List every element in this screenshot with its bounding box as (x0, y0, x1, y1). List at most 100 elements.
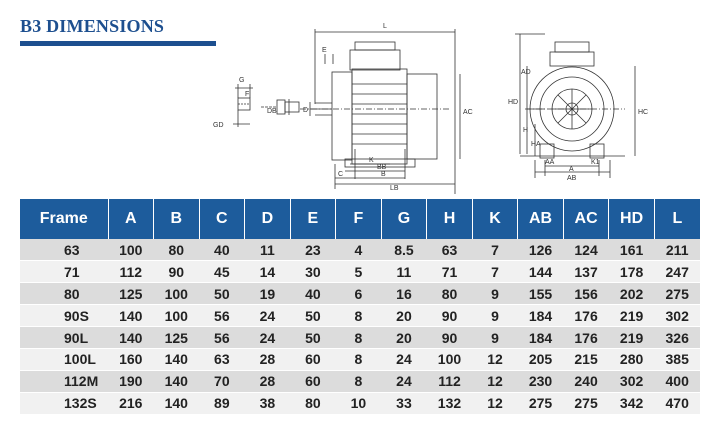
dimension-cell: 215 (563, 348, 609, 371)
label-l: L (383, 23, 387, 30)
front-view (515, 33, 636, 178)
dimension-cell: 24 (381, 348, 427, 371)
dimension-cell: 302 (608, 370, 655, 393)
header-hd: HD (608, 199, 655, 239)
dimension-cell: 12 (472, 392, 518, 415)
label-ad: AD (521, 69, 531, 76)
header-f: F (335, 199, 382, 239)
header-d: D (244, 199, 291, 239)
dimension-cell: 140 (108, 326, 154, 349)
dimension-cell: 137 (563, 260, 609, 284)
dimension-cell: 140 (153, 370, 200, 393)
dimension-cell: 11 (381, 260, 427, 284)
dimension-cell: 100 (426, 348, 473, 371)
label-hc: HC (638, 109, 648, 116)
dimension-cell: 70 (199, 370, 245, 393)
dimension-cell: 24 (381, 370, 427, 393)
frame-cell: 90L (20, 326, 108, 349)
frame-cell: 100L (20, 348, 108, 371)
dimension-cell: 10 (335, 392, 382, 415)
dimension-cell: 19 (244, 282, 291, 306)
dimension-cell: 80 (290, 392, 336, 415)
dimension-cell: 140 (153, 348, 200, 371)
dimension-cell: 40 (290, 282, 336, 306)
dimension-cell: 100 (153, 304, 200, 328)
dimension-cell: 63 (426, 239, 473, 262)
dimension-cell: 302 (654, 304, 700, 328)
dimension-cell: 50 (199, 282, 245, 306)
dimension-cell: 125 (108, 282, 154, 306)
label-ac: AC (463, 109, 473, 116)
dimension-cell: 4 (335, 239, 382, 262)
dimension-cell: 216 (108, 392, 154, 415)
dimension-cell: 230 (517, 370, 564, 393)
dimension-drawings: G F GD DB D E L AC K BB C B LB AD HD H H… (205, 14, 705, 194)
header-a: A (108, 199, 155, 239)
dimension-cell: 280 (608, 348, 655, 371)
dimension-cell: 6 (335, 282, 382, 306)
side-view (300, 29, 461, 194)
label-a: A (569, 166, 574, 173)
dimension-cell: 28 (244, 348, 291, 371)
dimension-cell: 112 (108, 260, 154, 284)
label-aa: AA (545, 159, 555, 166)
label-db: DB (267, 108, 277, 115)
dimension-cell: 60 (290, 348, 336, 371)
dimension-cell: 14 (244, 260, 291, 284)
dimension-cell: 160 (108, 348, 154, 371)
label-k1: K1 (591, 159, 600, 166)
frame-cell: 90S (20, 304, 108, 328)
dimension-cell: 60 (290, 370, 336, 393)
dimension-cell: 178 (608, 260, 655, 284)
dimension-cell: 219 (608, 304, 655, 328)
dimension-cell: 125 (153, 326, 200, 349)
header-e: E (290, 199, 337, 239)
dimension-cell: 184 (517, 326, 564, 349)
label-ha: HA (531, 141, 541, 148)
dimension-cell: 12 (472, 348, 518, 371)
header-k: K (472, 199, 519, 239)
label-bb: BB (377, 164, 387, 171)
dimension-cell: 219 (608, 326, 655, 349)
dimension-cell: 89 (199, 392, 245, 415)
dimension-cell: 161 (608, 239, 655, 262)
dimension-cell: 400 (654, 370, 700, 393)
dimension-cell: 30 (290, 260, 336, 284)
label-d: D (303, 107, 308, 114)
dimension-cell: 7 (472, 239, 518, 262)
dimension-cell: 38 (244, 392, 291, 415)
dimension-cell: 24 (244, 304, 291, 328)
dimension-cell: 9 (472, 304, 518, 328)
label-ab: AB (567, 175, 577, 182)
label-b: B (381, 171, 386, 178)
label-g: G (239, 77, 244, 84)
dimension-cell: 124 (563, 239, 609, 262)
label-c: C (338, 171, 343, 178)
dimension-cell: 56 (199, 304, 245, 328)
dimension-cell: 50 (290, 326, 336, 349)
dimension-cell: 156 (563, 282, 609, 306)
dimension-cell: 326 (654, 326, 700, 349)
dimension-cell: 211 (654, 239, 700, 262)
dimension-cell: 24 (244, 326, 291, 349)
dimension-cell: 275 (563, 392, 609, 415)
dimension-cell: 112 (426, 370, 473, 393)
dimension-cell: 80 (426, 282, 473, 306)
dimension-cell: 50 (290, 304, 336, 328)
dimension-cell: 20 (381, 326, 427, 349)
dimension-cell: 240 (563, 370, 609, 393)
label-f: F (245, 91, 249, 98)
dimension-cell: 100 (108, 239, 154, 262)
dimension-cell: 80 (153, 239, 200, 262)
dimension-cell: 23 (290, 239, 336, 262)
dimension-cell: 385 (654, 348, 700, 371)
frame-cell: 132S (20, 392, 108, 415)
header-l: L (654, 199, 700, 239)
